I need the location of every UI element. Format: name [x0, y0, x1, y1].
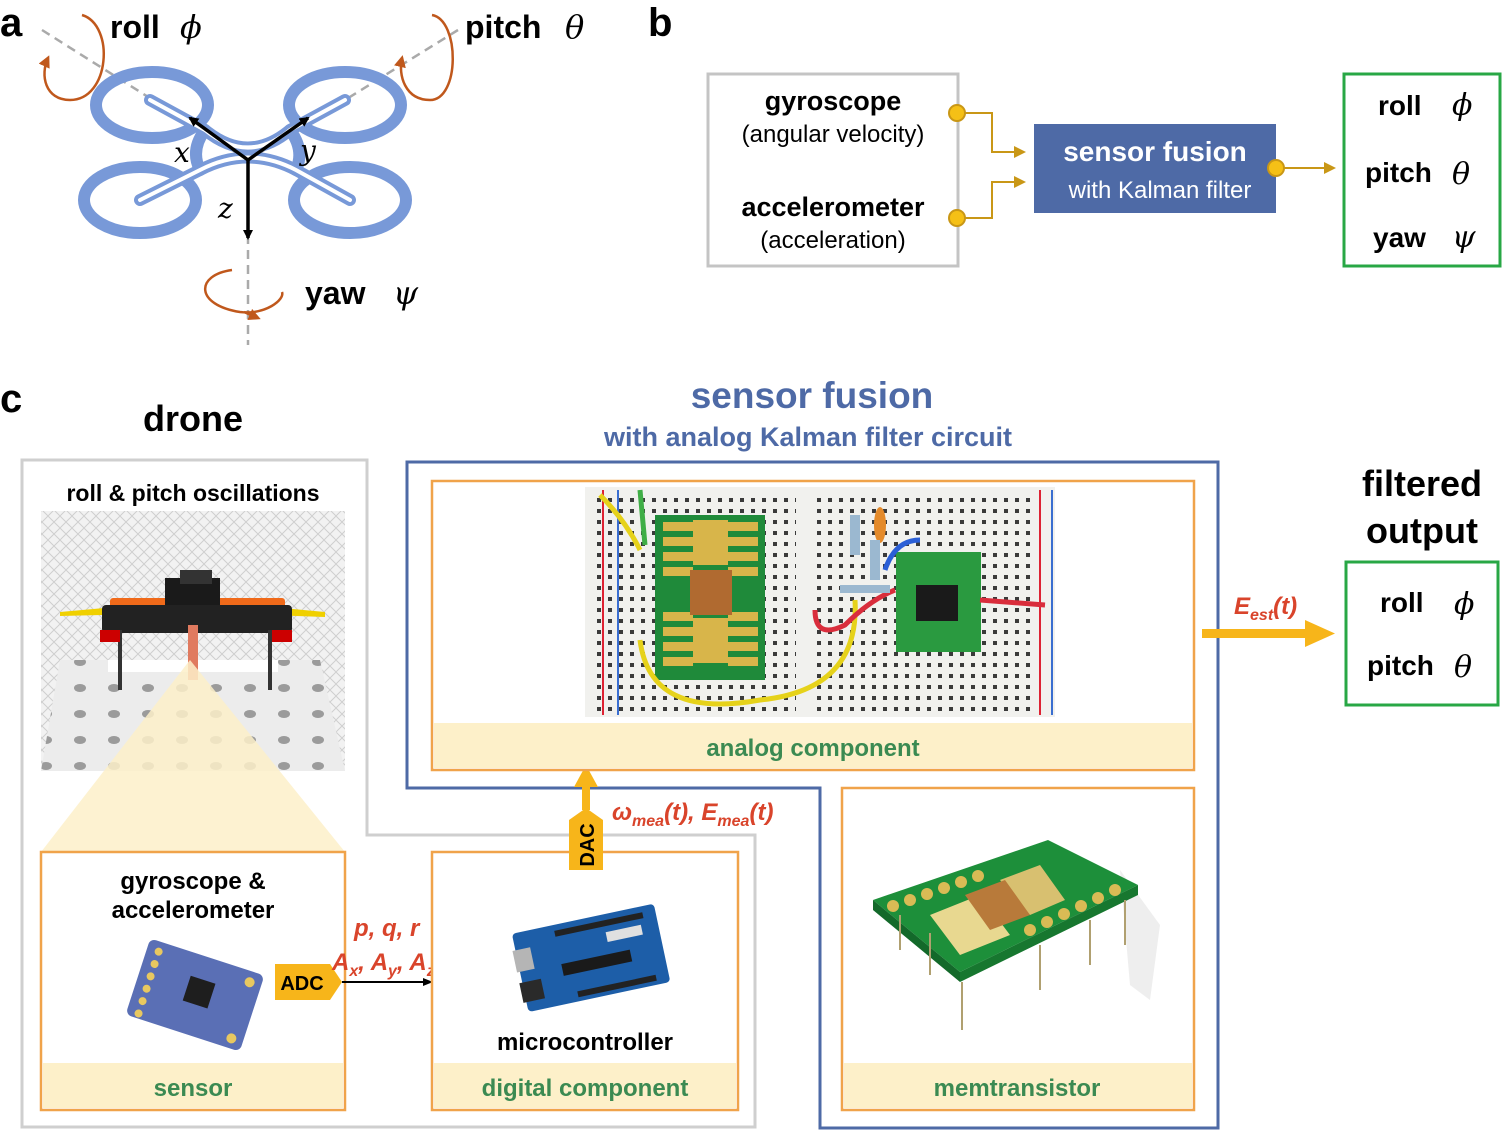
drone-title: drone: [143, 398, 243, 439]
adc-label: ADC: [280, 973, 323, 995]
memtransistor-label: memtransistor: [934, 1075, 1101, 1102]
dac-arrow-shaft: [582, 785, 590, 810]
sensor-label: sensor: [154, 1075, 233, 1102]
output-arrow-head: [1305, 620, 1335, 647]
dac-arrow-head: [574, 765, 598, 787]
panel-c-label: c: [0, 377, 22, 421]
fusion-port: [1267, 159, 1285, 177]
filtered-pitch-label: pitch: [1367, 650, 1434, 681]
gyro-port: [948, 104, 966, 122]
out-pitch-symbol: θ: [1452, 157, 1470, 192]
digital-component-label: digital component: [482, 1075, 689, 1102]
gyro-accel-label-2: accelerometer: [112, 897, 275, 924]
sensor-projection: [41, 660, 345, 852]
yaw-rotation-arc: [203, 268, 284, 314]
accelerometer-sub: (acceleration): [760, 227, 905, 254]
accel-connector: [957, 176, 1026, 219]
gyro-accel-label-1: gyroscope &: [120, 868, 265, 895]
dac-label: DAC: [577, 823, 599, 866]
gyroscope-sub: (angular velocity): [742, 121, 925, 148]
fusion-enclosure: [405, 460, 1220, 1130]
roll-rotation-arrow: [38, 13, 105, 102]
imu-board-icon: [127, 939, 263, 1051]
sensor-fusion-title: sensor fusion: [691, 375, 934, 416]
sensors-box: [706, 72, 960, 268]
memtransistor-chip-photo: [873, 840, 1160, 1030]
filtered-output-box: [1344, 560, 1500, 707]
pitch-rotation-arrow: [394, 13, 454, 102]
pqr-label: p, q, r: [353, 915, 421, 942]
out-yaw-symbol: ψ: [1452, 220, 1476, 255]
out-pitch-label: pitch: [1365, 157, 1432, 188]
sensor-fusion-subtitle: with analog Kalman filter circuit: [603, 422, 1012, 452]
dac-signals-label: ωmea(t), Emea(t): [612, 799, 773, 830]
axis-y-label: y: [298, 134, 317, 167]
x-axis-arrow: [188, 116, 250, 162]
microcontroller-label: microcontroller: [497, 1029, 673, 1056]
sensor-band: [43, 1063, 343, 1108]
filtered-roll-symbol: ϕ: [1454, 587, 1474, 622]
quadcopter-icon: [78, 66, 412, 239]
accel-port: [948, 209, 966, 227]
sensor-fusion-label: sensor fusion: [1063, 136, 1247, 167]
pitch-label: pitch: [465, 9, 541, 45]
out-roll-label: roll: [1378, 90, 1422, 121]
panel-c: c drone sensor fusion with analog Kalman…: [0, 375, 1500, 1130]
estimated-output-label: Eest(t): [1234, 593, 1297, 624]
filtered-label-2: output: [1366, 510, 1478, 551]
panel-b-label: b: [648, 1, 672, 45]
roll-label: roll: [110, 9, 160, 45]
attitude-output-box: [1342, 72, 1502, 268]
digital-band: [434, 1063, 736, 1108]
filtered-roll-label: roll: [1380, 587, 1424, 618]
filtered-label-1: filtered: [1362, 463, 1482, 504]
yaw-rotation-arrow: [243, 308, 261, 320]
accelerometer-label: accelerometer: [741, 192, 925, 222]
arduino-board-icon: [512, 904, 670, 1012]
pitch-symbol: θ: [565, 8, 584, 46]
yaw-label: yaw: [305, 275, 366, 311]
yaw-symbol: ψ: [393, 274, 419, 312]
kalman-filter-label: with Kalman filter: [1068, 177, 1252, 204]
axis-x-label: x: [174, 136, 190, 169]
roll-symbol: ϕ: [180, 8, 202, 46]
dac-badge: [569, 808, 603, 870]
adc-badge: [275, 964, 342, 1000]
out-roll-symbol: ϕ: [1452, 88, 1472, 123]
breadboard-photo: [585, 487, 1055, 717]
accel-vector-label: Ax, Ay, Az: [331, 949, 435, 980]
gyroscope-label: gyroscope: [765, 86, 902, 116]
drone-enclosure: [20, 458, 757, 1129]
out-yaw-label: yaw: [1373, 222, 1426, 253]
gyro-connector: [957, 112, 1026, 158]
axis-z-label: z: [217, 192, 233, 225]
pitch-axis-dashed: [247, 28, 459, 162]
analog-band: [434, 723, 1192, 768]
filtered-pitch-symbol: θ: [1454, 650, 1472, 685]
memtransistor-band: [844, 1063, 1192, 1108]
output-arrow-shaft: [1202, 629, 1312, 638]
panel-a-label: a: [0, 1, 23, 45]
y-axis-arrow: [246, 116, 310, 162]
panel-a: a x y z roll ϕ: [0, 1, 584, 345]
oscillations-label: roll & pitch oscillations: [66, 480, 319, 506]
kalman-filter-box: [1034, 124, 1276, 213]
panel-b: b gyroscope (angular velocity) accelerom…: [648, 1, 1502, 268]
analog-component-label: analog component: [706, 735, 919, 762]
